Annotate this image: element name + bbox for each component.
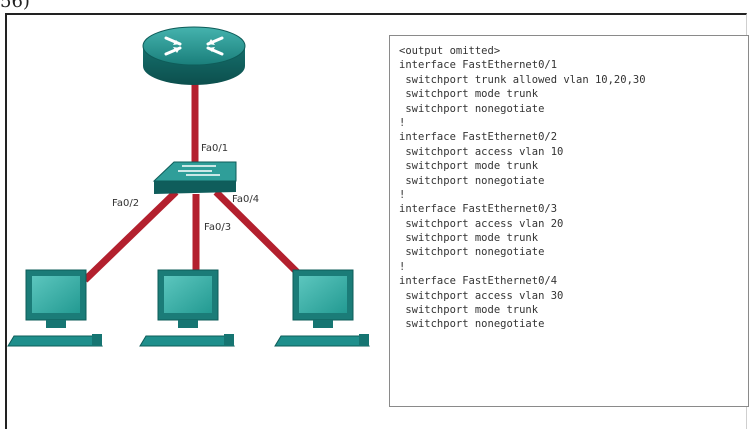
question-number-fragment: 56): [0, 0, 30, 12]
config-line: switchport nonegotiate: [399, 246, 545, 259]
config-line: switchport nonegotiate: [399, 102, 545, 115]
config-line: <output omitted>: [399, 45, 501, 57]
config-line: switchport trunk allowed vlan 10,20,30: [399, 73, 646, 86]
config-line: switchport nonegotiate: [399, 318, 545, 331]
config-line: switchport access vlan 20: [399, 217, 564, 230]
config-line: switchport access vlan 10: [399, 145, 564, 158]
config-line: switchport mode trunk: [399, 304, 539, 317]
port-label-fa04: Fa0/4: [232, 194, 259, 205]
config-line: !: [399, 188, 406, 201]
config-line: interface FastEthernet0/2: [399, 131, 558, 144]
config-line: !: [399, 260, 406, 273]
link-switch-pc3: [213, 189, 308, 283]
pc-icon: [7, 269, 103, 347]
switch-config-output: <output omitted> interface FastEthernet0/…: [389, 35, 749, 407]
link-switch-pc1: [82, 189, 179, 283]
config-line: switchport mode trunk: [399, 88, 539, 101]
config-line: switchport mode trunk: [399, 232, 539, 245]
pc-icon: [274, 269, 370, 347]
port-label-fa03: Fa0/3: [204, 222, 231, 233]
config-line: !: [399, 116, 406, 129]
network-topology: Fa0/1 Fa0/2 Fa0/3 Fa0/4: [7, 26, 370, 347]
config-line: switchport nonegotiate: [399, 174, 545, 187]
config-line: interface FastEthernet0/4: [399, 275, 558, 288]
switch-icon: [152, 161, 237, 194]
config-line: switchport access vlan 30: [399, 289, 564, 302]
pc-icon: [139, 269, 235, 347]
port-label-fa02: Fa0/2: [112, 198, 139, 209]
config-line: interface FastEthernet0/3: [399, 203, 558, 216]
router-icon: [142, 26, 246, 85]
config-line: switchport mode trunk: [399, 160, 539, 173]
port-label-fa01: Fa0/1: [201, 143, 228, 154]
config-line: interface FastEthernet0/1: [399, 59, 558, 72]
